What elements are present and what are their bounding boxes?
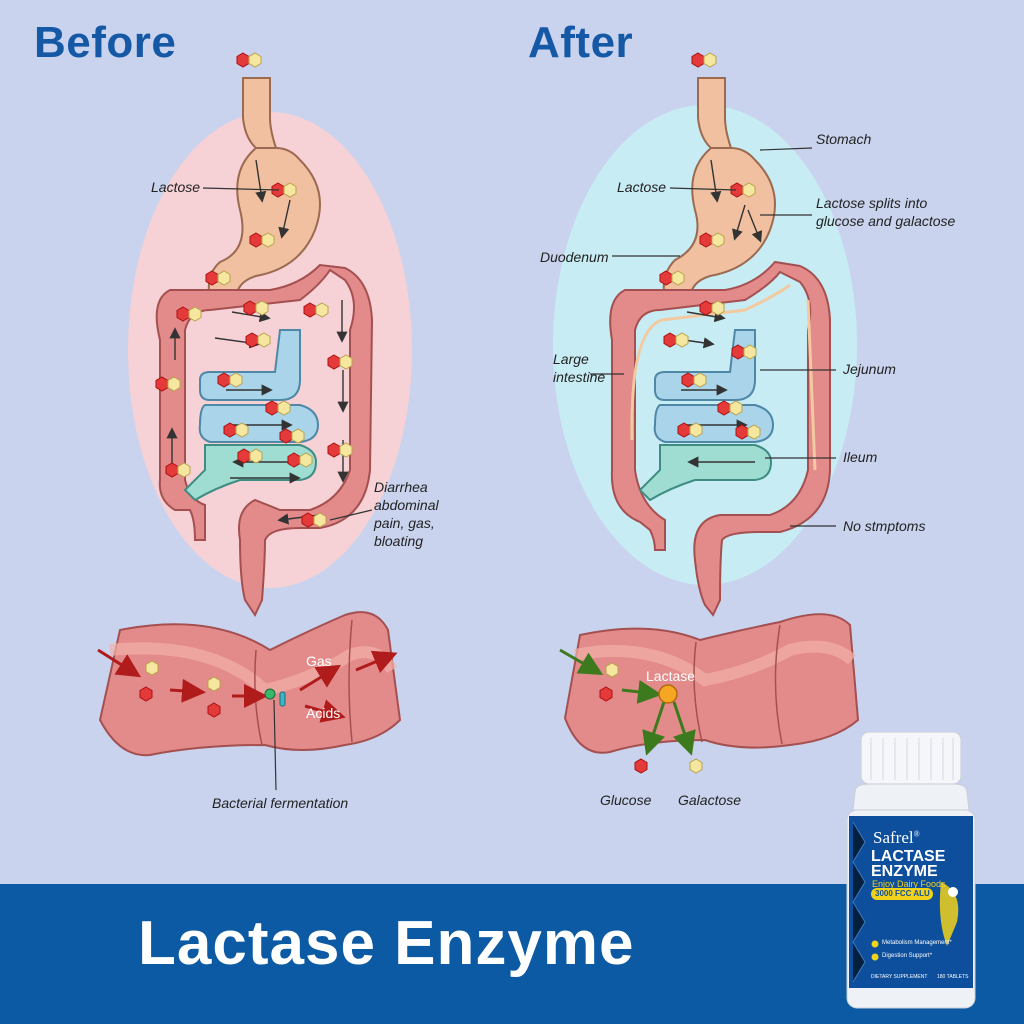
brand-text: Safrel — [873, 828, 914, 847]
after-ileum — [638, 444, 773, 502]
gas-label: Gas — [306, 653, 332, 669]
after-colon-tube — [559, 613, 860, 774]
before-ileum — [183, 444, 318, 502]
benefit-metabolism: Metabolism Management* — [882, 940, 952, 946]
lactose-splits-label: Lactose splits into glucose and galactos… — [816, 195, 956, 229]
glucose-label: Glucose — [600, 792, 652, 808]
after-jejunum — [653, 329, 775, 443]
after-diagram — [553, 53, 857, 617]
no-symptoms-label: No stmptoms — [843, 518, 926, 534]
benefit-digestion: Digestion Support* — [882, 953, 933, 959]
large-intestine-label: Large intestine — [553, 351, 606, 385]
product-tagline: Enjoy Dairy Foods — [872, 879, 946, 889]
bacterial-fermentation-label: Bacterial fermentation — [212, 795, 349, 811]
before-symptoms-label: Diarrhea abdominal pain, gas, bloating — [374, 479, 439, 549]
before-lactose-label: Lactose — [151, 179, 201, 195]
before-large-intestine — [155, 263, 374, 618]
duodenum-label: Duodenum — [540, 249, 609, 265]
after-lactose-label: Lactose — [617, 179, 667, 195]
lactase-label: Lactase — [646, 668, 696, 684]
product-name-line1: LACTASE — [871, 848, 946, 865]
before-heading: Before — [34, 18, 177, 67]
bottle-shape — [846, 732, 976, 1009]
diagram-canvas — [97, 0, 860, 791]
before-colon-tube — [97, 611, 402, 791]
jejunum-label: Jejunum — [843, 361, 896, 377]
before-halo — [128, 112, 412, 588]
after-heading: After — [528, 18, 634, 67]
registered-mark: ® — [913, 829, 920, 839]
acids-label: Acids — [306, 705, 341, 721]
after-large-intestine — [609, 260, 831, 617]
dietary-supplement-label: DIETARY SUPPLEMENT — [871, 974, 928, 980]
ileum-label: Ileum — [843, 449, 878, 465]
footer-title: Lactase Enzyme — [138, 909, 635, 978]
tablet-count: 180 TABLETS — [937, 974, 969, 980]
brand-name: Safrel® — [873, 828, 920, 848]
before-jejunum — [198, 329, 320, 443]
product-name-line2: ENZYME — [871, 863, 938, 880]
product-bottle: Safrel® LACTASE ENZYME Enjoy Dairy Foods… — [845, 732, 977, 1016]
product-strength: 3000 FCC ALU — [875, 889, 930, 898]
stomach-label: Stomach — [816, 131, 872, 147]
before-diagram — [128, 53, 412, 618]
galactose-label: Galactose — [678, 792, 742, 808]
